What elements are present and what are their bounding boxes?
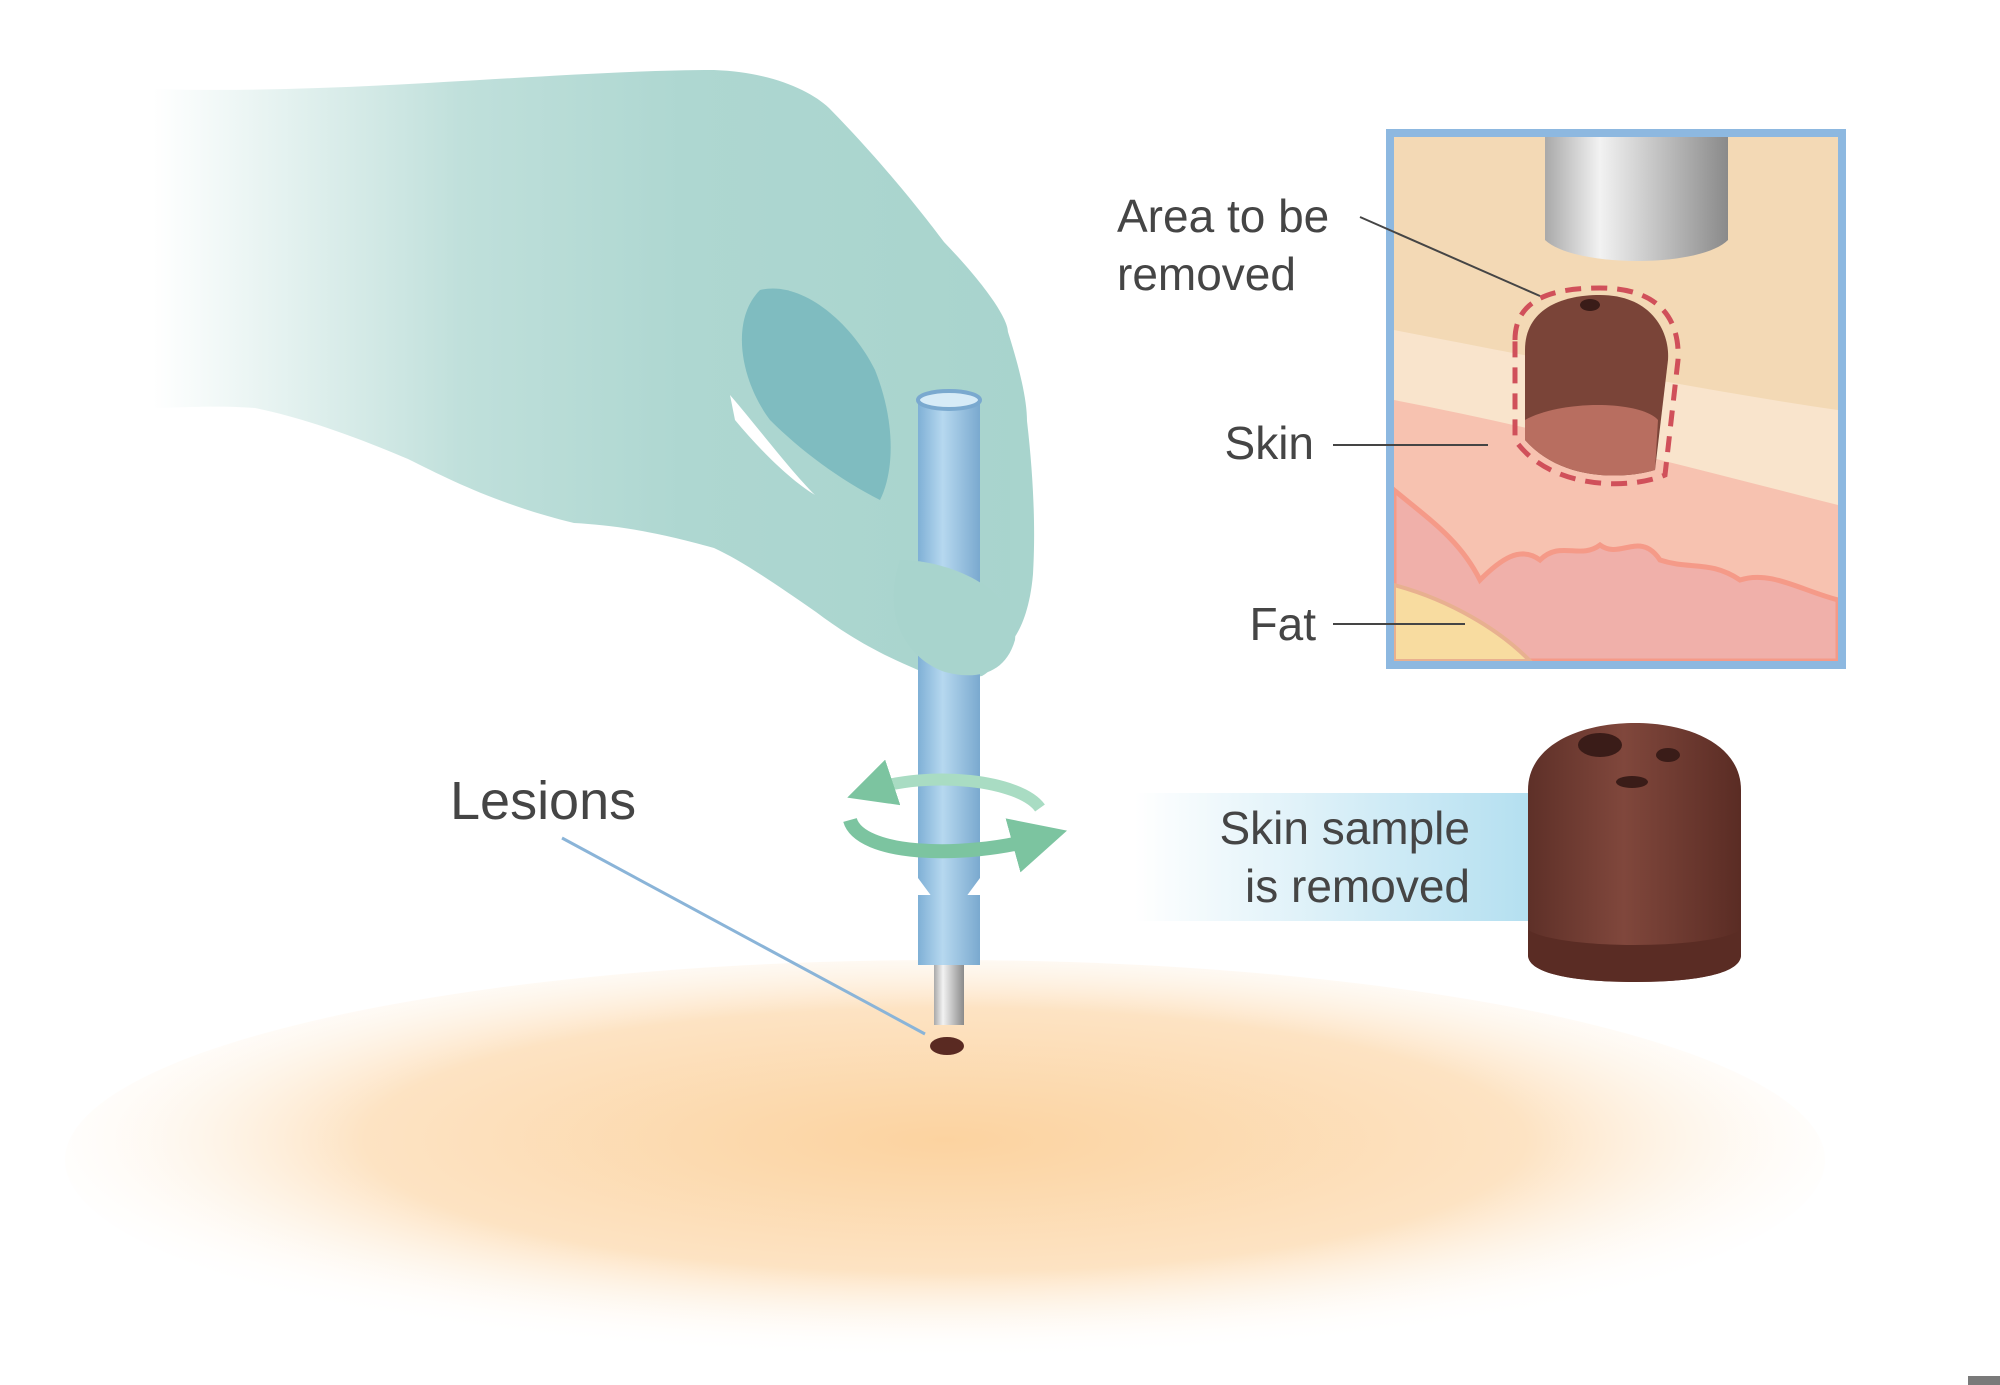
skin-label: Skin bbox=[1225, 417, 1314, 469]
deep-dermis-layer bbox=[1394, 486, 1838, 661]
area-leader-line bbox=[1359, 216, 1541, 297]
inset-border bbox=[1386, 129, 1846, 669]
gloved-hand bbox=[153, 70, 1035, 678]
glove-inner-shadow bbox=[741, 288, 891, 500]
sample-label-line1: Skin sample bbox=[1219, 802, 1470, 854]
sample-label-line2: is removed bbox=[1245, 860, 1470, 912]
sample-label-band bbox=[1135, 793, 1535, 921]
corner-mark bbox=[1968, 1376, 2000, 1385]
lesions-label: Lesions bbox=[450, 771, 636, 831]
fat-label: Fat bbox=[1250, 598, 1317, 650]
lesions-leader-line bbox=[561, 836, 926, 1036]
skin-sample-core bbox=[1528, 723, 1741, 982]
area-to-be-removed-outline bbox=[1512, 285, 1681, 487]
skin-cross-section-inset bbox=[1386, 129, 1846, 669]
rotation-arrow-front-icon bbox=[843, 817, 1068, 873]
instrument-tip bbox=[1545, 137, 1728, 261]
lesion bbox=[930, 1037, 964, 1055]
area-to-be-removed-label-line1: Area to be bbox=[1117, 190, 1329, 242]
rotation-arrow-back-icon bbox=[847, 759, 1045, 813]
area-to-be-removed-label-line2: removed bbox=[1117, 248, 1296, 300]
punch-tool bbox=[916, 389, 982, 1025]
glove-fingertip bbox=[893, 560, 1016, 676]
skin-surface bbox=[65, 960, 1825, 1360]
